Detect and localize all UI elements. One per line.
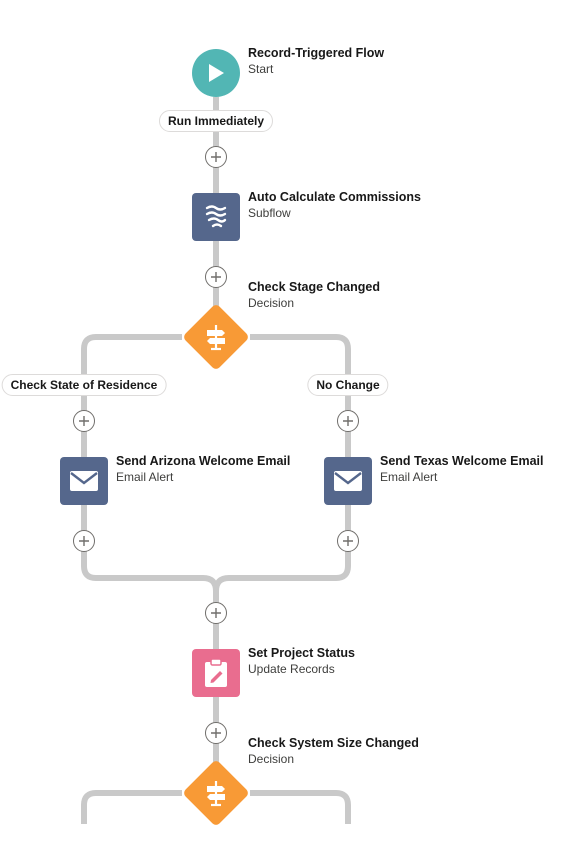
update-status-title: Set Project Status — [248, 646, 355, 660]
plus-circle-icon — [211, 272, 221, 282]
clipboard-edit-icon — [205, 658, 227, 687]
email-alert-node-arizona[interactable] — [60, 457, 108, 505]
decision-stage-label: Check Stage Changed Decision — [248, 279, 380, 311]
plus-circle-icon — [211, 152, 221, 162]
email-arizona-subtitle: Email Alert — [116, 470, 174, 484]
start-node-label: Record-Triggered Flow Start — [248, 45, 384, 77]
plus-circle-icon — [211, 608, 221, 618]
update-records-node[interactable] — [192, 649, 240, 697]
email-arizona-title: Send Arizona Welcome Email — [116, 454, 291, 468]
decision-node-system-size[interactable] — [182, 759, 250, 827]
add-element-button[interactable] — [73, 530, 95, 552]
connector-decision-right-branch — [250, 334, 351, 457]
connectors — [81, 97, 351, 824]
email-arizona-label: Send Arizona Welcome Email Email Alert — [116, 453, 290, 485]
connector-decision-left-branch — [81, 334, 182, 457]
plus-circle-icon — [343, 536, 353, 546]
connector-right-merge — [213, 505, 351, 592]
subflow-node[interactable] — [192, 193, 240, 241]
add-element-button[interactable] — [337, 410, 359, 432]
envelope-icon — [70, 471, 98, 491]
decision-system-label: Check System Size Changed Decision — [248, 735, 419, 767]
plus-circle-icon — [343, 416, 353, 426]
start-node-subtitle: Start — [248, 62, 274, 76]
start-node-title: Record-Triggered Flow — [248, 46, 385, 60]
subflow-node-label: Auto Calculate Commissions Subflow — [248, 189, 421, 221]
decision-system-title: Check System Size Changed — [248, 736, 419, 750]
subflow-node-subtitle: Subflow — [248, 206, 291, 220]
update-status-subtitle: Update Records — [248, 662, 335, 676]
email-texas-title: Send Texas Welcome Email — [380, 454, 544, 468]
play-icon — [209, 64, 224, 82]
add-element-button[interactable] — [205, 602, 227, 624]
subflow-icon — [205, 205, 227, 228]
decision-system-subtitle: Decision — [248, 752, 295, 766]
update-status-label: Set Project Status Update Records — [248, 645, 355, 677]
connector-decision2-right-branch — [250, 790, 351, 824]
add-element-button[interactable] — [205, 146, 227, 168]
decision-stage-subtitle: Decision — [248, 296, 295, 310]
connector-left-merge — [81, 505, 219, 592]
start-node[interactable] — [192, 49, 240, 97]
add-element-button[interactable] — [205, 266, 227, 288]
flow-canvas — [81, 97, 351, 824]
connector-decision2-left-branch — [81, 790, 182, 824]
decision-icon — [207, 781, 225, 807]
outcome-check-state-label[interactable]: Check State of Residence — [1, 374, 167, 396]
outcome-no-change-label[interactable]: No Change — [307, 374, 389, 396]
email-alert-node-texas[interactable] — [324, 457, 372, 505]
add-element-button[interactable] — [205, 722, 227, 744]
add-element-button[interactable] — [73, 410, 95, 432]
plus-circle-icon — [79, 536, 89, 546]
envelope-icon — [334, 471, 362, 491]
plus-circle-icon — [79, 416, 89, 426]
subflow-node-title: Auto Calculate Commissions — [248, 190, 421, 204]
decision-stage-title: Check Stage Changed — [248, 280, 380, 294]
decision-node-stage-changed[interactable] — [182, 303, 250, 371]
plus-circle-icon — [211, 728, 221, 738]
add-element-button[interactable] — [337, 530, 359, 552]
run-immediately-path-label[interactable]: Run Immediately — [158, 110, 274, 132]
email-texas-label: Send Texas Welcome Email Email Alert — [380, 453, 544, 485]
email-texas-subtitle: Email Alert — [380, 470, 438, 484]
decision-icon — [207, 325, 225, 351]
